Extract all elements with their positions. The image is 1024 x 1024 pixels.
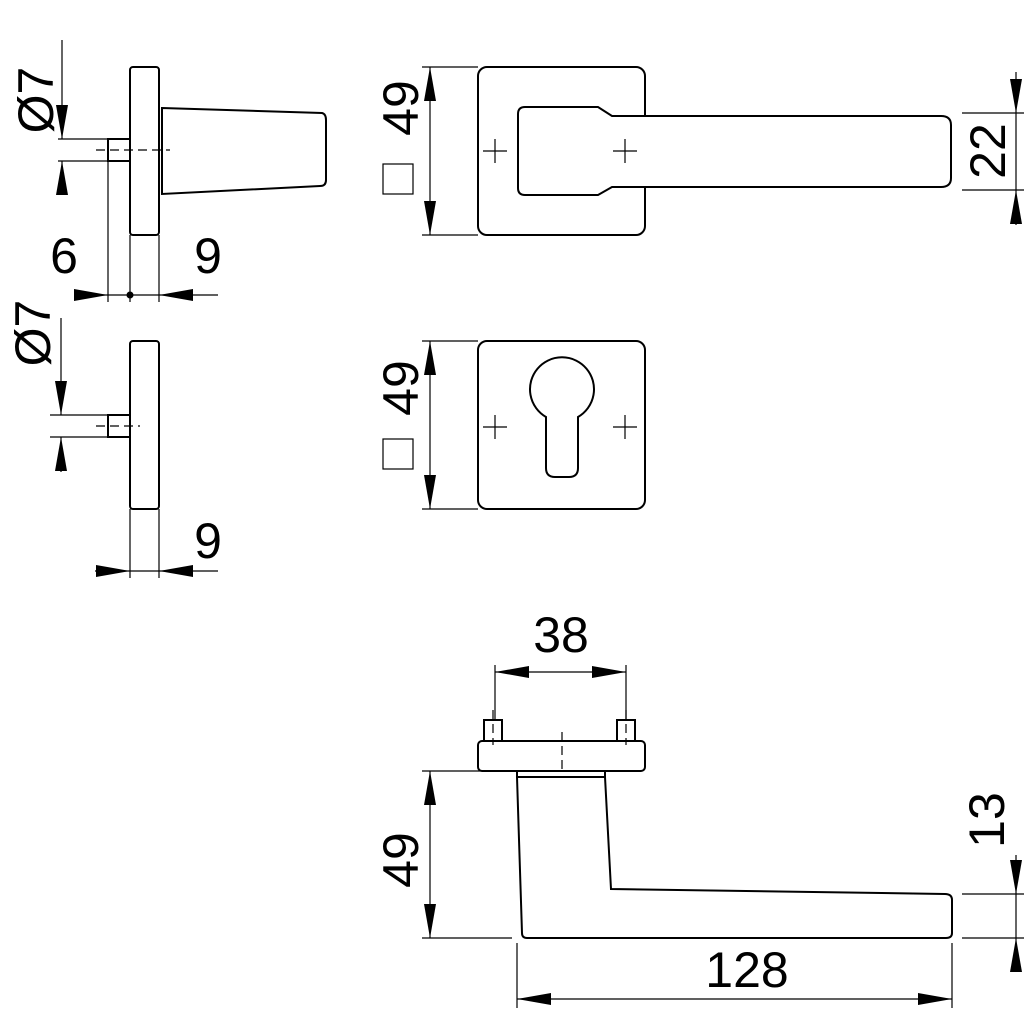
side-view-escutcheon: Ø7 9 xyxy=(5,300,222,578)
square-escutcheon-symbol-icon xyxy=(382,438,414,470)
screw-spacing-label: 38 xyxy=(533,607,589,663)
rose-top-height-label: 49 xyxy=(373,80,429,136)
side-top-pin-diameter-label: Ø7 xyxy=(8,67,64,134)
lever-projection-label: 49 xyxy=(373,832,429,888)
lever-neck-height-label: 22 xyxy=(960,123,1016,179)
square-rose-symbol-icon xyxy=(382,163,414,195)
lever-length-label: 128 xyxy=(705,942,788,998)
keyhole-profile-cylinder-cutout xyxy=(529,356,595,478)
side-bottom-rose-thickness-label: 9 xyxy=(194,513,222,569)
front-view-lever-rose: 49 22 xyxy=(373,66,1024,236)
side-bottom-pin-diameter-label: Ø7 xyxy=(5,300,61,367)
side-view-handle-rose: Ø7 6 9 xyxy=(8,40,327,302)
side-top-rose-thickness-label: 9 xyxy=(194,228,222,284)
lever-grip-thickness-label: 13 xyxy=(959,792,1015,848)
top-view-lever: 38 49 13 128 xyxy=(373,607,1024,1008)
front-view-escutcheon: 49 xyxy=(373,340,646,510)
side-top-pin-length-label: 6 xyxy=(50,228,78,284)
rose-bottom-height-label: 49 xyxy=(373,360,429,416)
